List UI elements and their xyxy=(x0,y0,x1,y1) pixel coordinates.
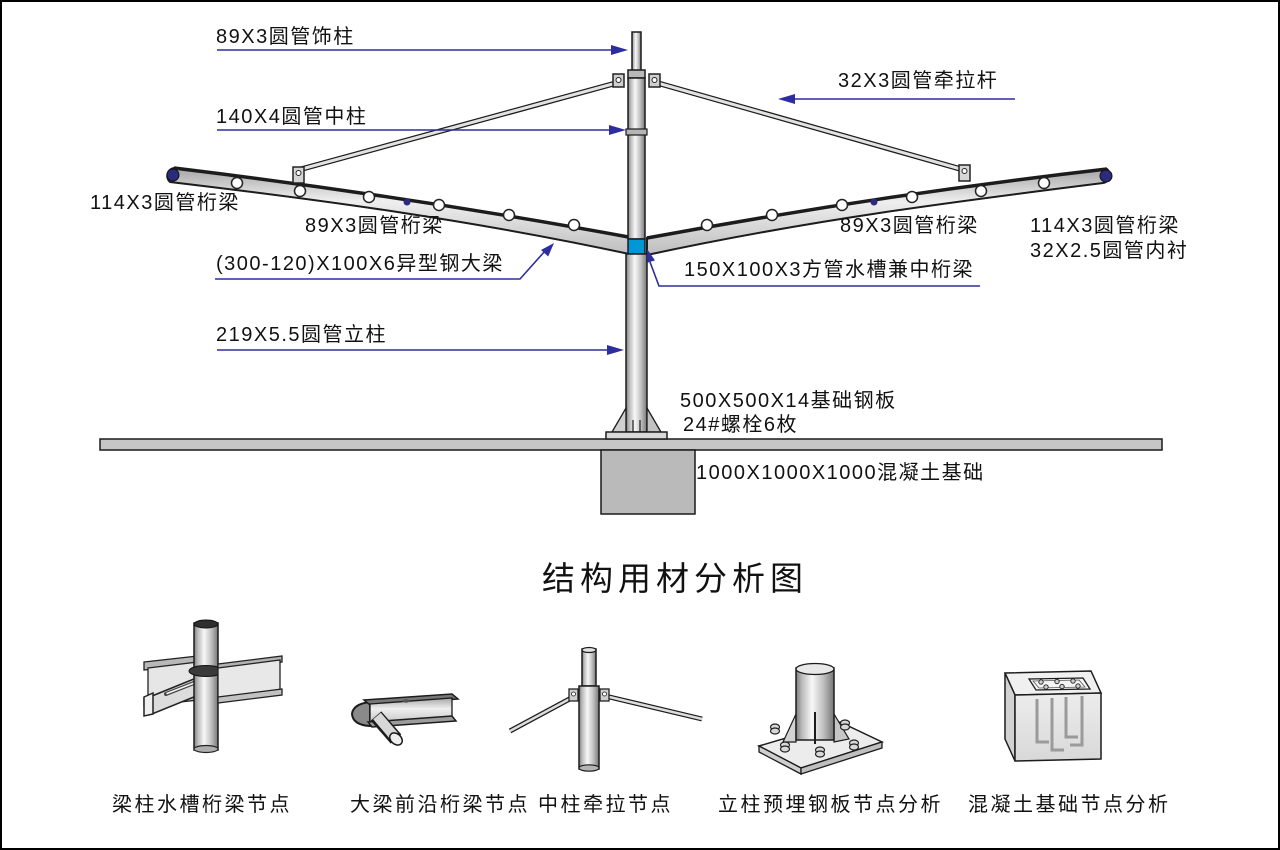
base-plate xyxy=(605,431,668,440)
right-beam xyxy=(646,167,1113,257)
detail-node-tension xyxy=(508,646,703,772)
detail-label-foundation: 混凝土基础节点分析 xyxy=(968,794,1171,816)
mast xyxy=(605,31,668,440)
callout-main-beam: (300-120)X100X6异型钢大梁 xyxy=(216,253,504,275)
detail-label-tension: 中柱牵拉节点 xyxy=(538,794,673,816)
callout-column: 219X5.5圆管立柱 xyxy=(216,324,388,346)
callout-center-column: 140X4圆管中柱 xyxy=(216,106,368,128)
callout-liner-32: 32X2.5圆管内衬 xyxy=(1030,240,1189,262)
callout-leaders xyxy=(215,49,1015,351)
ground-line xyxy=(99,438,1163,451)
detail-node-beam-edge xyxy=(350,693,460,746)
detail-node-base-plate xyxy=(757,662,885,776)
detail-node-gutter-joint xyxy=(143,619,283,754)
detail-label-beam-edge: 大梁前沿桁梁节点 xyxy=(350,794,530,816)
callout-deco-column: 89X3圆管饰柱 xyxy=(216,26,355,48)
left-beam xyxy=(166,166,635,257)
detail-node-foundation xyxy=(1003,670,1103,762)
gutter-box xyxy=(627,238,646,255)
callout-tension-rod: 32X3圆管牵拉杆 xyxy=(838,70,999,92)
callout-truss-114-left: 114X3圆管桁梁 xyxy=(90,192,240,214)
callout-truss-114-right: 114X3圆管桁梁 xyxy=(1030,215,1180,237)
tension-rods xyxy=(292,79,971,184)
callout-truss-89-left: 89X3圆管桁梁 xyxy=(305,215,444,237)
detail-label-gutter-joint: 梁柱水槽桁梁节点 xyxy=(112,794,292,816)
callout-bolts: 24#螺栓6枚 xyxy=(683,414,798,436)
callout-arrowheads xyxy=(541,45,795,355)
callout-gutter: 150X100X3方管水槽兼中桁梁 xyxy=(684,259,975,281)
section-title: 结构用材分析图 xyxy=(542,562,808,598)
callout-foundation: 1000X1000X1000混凝土基础 xyxy=(696,462,985,484)
detail-label-base-plate: 立柱预埋钢板节点分析 xyxy=(718,794,943,816)
concrete-foundation xyxy=(600,449,696,515)
callout-truss-89-right: 89X3圆管桁梁 xyxy=(840,215,979,237)
callout-base-plate: 500X500X14基础钢板 xyxy=(680,390,897,412)
